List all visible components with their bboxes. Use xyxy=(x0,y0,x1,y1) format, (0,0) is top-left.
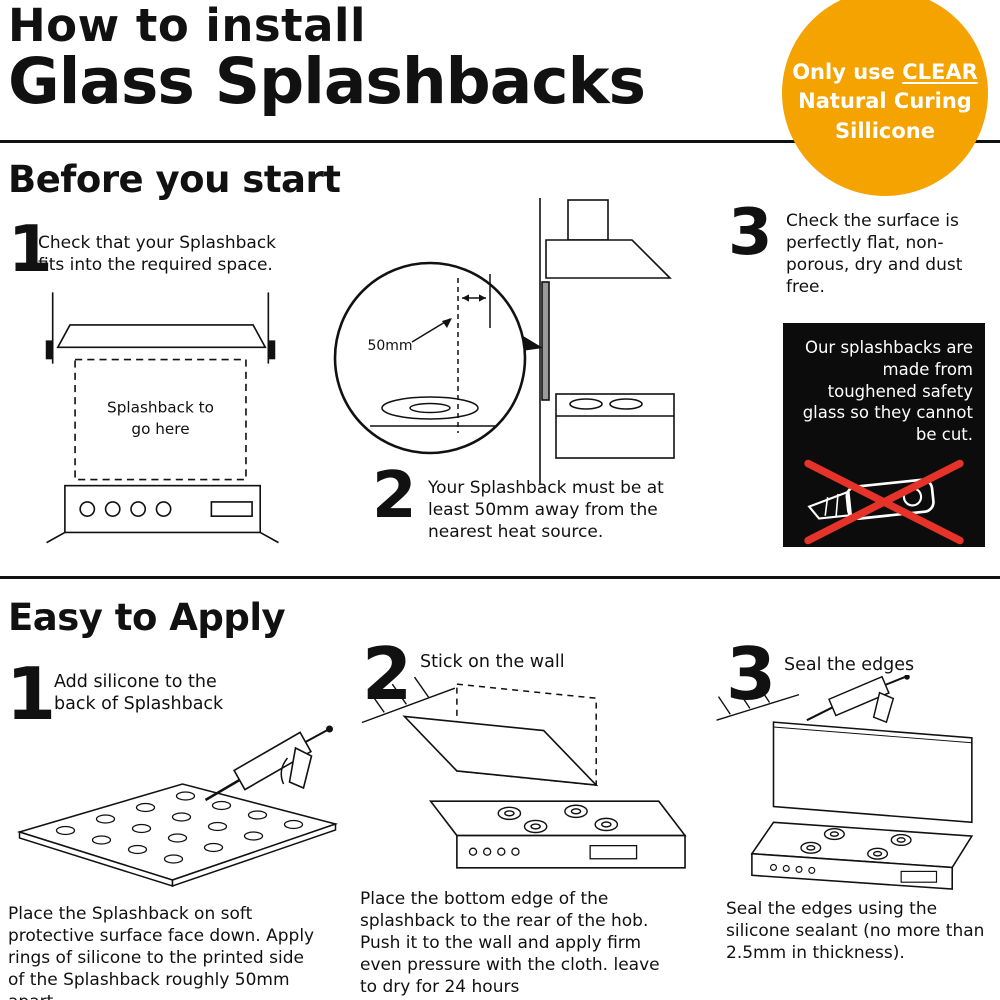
hob-burners xyxy=(800,827,912,860)
fit-check-diagram: Splashback to go here xyxy=(45,292,279,544)
before-step3-text: Check the surface is perfectly flat, non… xyxy=(786,211,963,298)
wall-hatching xyxy=(716,684,800,721)
no-cutting-warning: Our splashbacks are made from toughened … xyxy=(783,323,985,547)
apply-step3-title: Seal the edges xyxy=(784,655,915,675)
burner-outer xyxy=(381,396,479,420)
cooker-knob xyxy=(155,501,172,517)
before-step3-number: 3 xyxy=(728,196,773,270)
before-step2-text: Your Splashback must be at least 50mm aw… xyxy=(428,478,664,543)
gun-trigger xyxy=(280,757,289,785)
header-divider xyxy=(0,140,1000,143)
placement-label-line2: go here xyxy=(131,420,189,438)
apply-step1-title: Add silicone to the back of Splashback xyxy=(54,672,224,714)
apply-step1-caption: Place the Splashback on soft protective … xyxy=(8,904,315,1000)
badge-text-prefix: Only use xyxy=(792,59,903,84)
placement-label-line1: Splashback to xyxy=(107,398,214,416)
clear-silicone-badge: Only use CLEAR Natural Curing Sillicone xyxy=(782,0,988,196)
caulk-gun xyxy=(204,725,333,802)
hob-controls xyxy=(468,844,638,860)
red-cross-icon xyxy=(804,459,964,545)
before-step1-number: 1 xyxy=(8,213,53,287)
heat-distance-diagram: 50mm xyxy=(333,198,675,484)
sealant-gun xyxy=(806,675,910,724)
cooker-panel xyxy=(210,501,253,517)
silicone-rings-diagram xyxy=(16,725,339,888)
hob-burner xyxy=(569,398,603,410)
cooker-knob xyxy=(79,501,96,517)
cooker-knob xyxy=(104,501,121,517)
apply-step2-diagram xyxy=(355,672,690,884)
apply-step3-number: 3 xyxy=(726,632,777,716)
utility-knife-crossed-icon xyxy=(795,456,973,548)
magnifier-circle xyxy=(333,261,527,455)
before-section-heading: Before you start xyxy=(8,158,341,201)
section-divider xyxy=(0,576,1000,579)
sealant-bead-line xyxy=(773,726,972,744)
cooker-hood xyxy=(545,239,672,279)
hob-burner xyxy=(609,398,643,410)
apply-step2-title: Stick on the wall xyxy=(420,652,565,672)
hob xyxy=(428,800,687,869)
before-step2-number: 2 xyxy=(372,459,417,533)
hob-controls xyxy=(769,863,938,883)
silicone-rings xyxy=(55,791,304,864)
splashback-edge-strip xyxy=(541,281,550,401)
warning-text: Our splashbacks are made from toughened … xyxy=(802,338,973,445)
badge-line-3: Sillicone xyxy=(835,118,935,143)
gun-handle xyxy=(872,691,895,724)
leaning-splashback xyxy=(402,715,599,787)
apply-step1-diagram xyxy=(5,712,345,902)
gun-handle xyxy=(288,746,313,790)
measurement-label: 50mm xyxy=(367,338,412,354)
cooker-hood xyxy=(56,324,267,349)
apply-step3-caption: Seal the edges using the silicone sealan… xyxy=(726,899,985,964)
apply-step3-diagram xyxy=(712,675,998,893)
title-line-2: Glass Splashbacks xyxy=(8,45,646,119)
cooker-body xyxy=(64,484,262,534)
apply-step2-caption: Place the bottom edge of the splashback … xyxy=(360,889,660,998)
right-bracket xyxy=(267,340,276,360)
splashback-panel xyxy=(772,721,973,824)
utility-knife-icon xyxy=(804,459,964,545)
badge-text-clear: CLEAR xyxy=(902,59,978,84)
wall-hatching xyxy=(361,676,456,724)
apply-step2-number: 2 xyxy=(362,632,413,716)
burner-inner xyxy=(409,402,451,414)
stick-on-wall-diagram xyxy=(361,676,687,869)
left-bracket xyxy=(45,340,54,360)
before-step1-diagram: Splashback to go here xyxy=(12,290,307,545)
apply-section-heading: Easy to Apply xyxy=(8,596,286,639)
knife-blade xyxy=(807,490,853,520)
cooker-knob xyxy=(130,501,147,517)
before-step2-diagram: 50mm xyxy=(330,198,720,488)
splashback-panel xyxy=(16,783,339,888)
title-line-1: How to install xyxy=(8,0,366,52)
hob-burners xyxy=(497,804,619,834)
before-step1-text: Check that your Splashback fits into the… xyxy=(38,233,277,276)
hob xyxy=(750,821,974,890)
page-title: How to install Glass Splashbacks xyxy=(8,0,646,119)
hood-chimney xyxy=(567,199,609,241)
splashback-placement-outline xyxy=(74,358,247,481)
knife-body xyxy=(845,478,935,520)
badge-line-2: Natural Curing xyxy=(798,89,972,114)
apply-step1-number: 1 xyxy=(6,652,57,736)
cooker-body xyxy=(555,393,675,459)
seal-edges-diagram xyxy=(716,675,974,890)
badge-line-1: Only use CLEAR xyxy=(792,58,978,87)
